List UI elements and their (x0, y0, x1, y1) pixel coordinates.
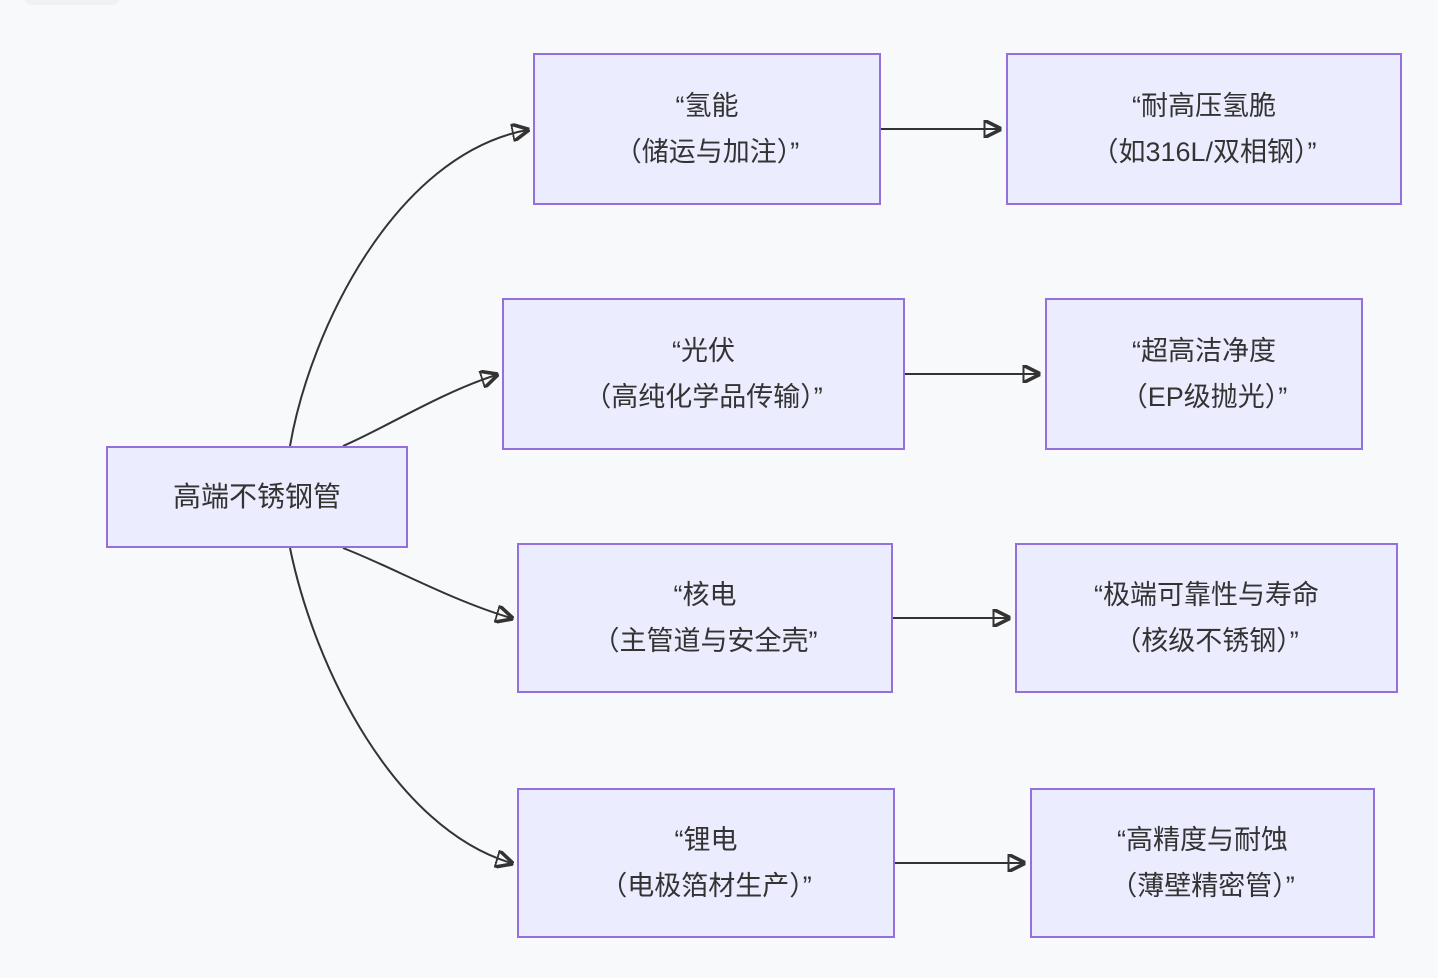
node-solar-line1: “光伏 (672, 336, 735, 366)
node-lithium-requirement-line2: （薄壁精密管）” (1110, 871, 1295, 901)
node-solar: “光伏 （高纯化学品传输）” (502, 298, 905, 450)
node-solar-requirement-line2: （EP级抛光）” (1120, 382, 1288, 412)
node-hydrogen-line1: “氢能 (675, 91, 739, 121)
node-nuclear-line1: “核电 (673, 580, 737, 610)
edge-root-to-lithium (289, 547, 511, 863)
top-left-ui-fragment (24, 0, 120, 5)
node-hydrogen-requirement: “耐高压氢脆 （如316L/双相钢）” (1006, 53, 1402, 205)
node-lithium-requirement-line1: “高精度与耐蚀 (1117, 825, 1288, 855)
node-root-steel-tube: 高端不锈钢管 (106, 446, 408, 548)
edge-root-to-hydrogen (289, 130, 527, 447)
node-nuclear-requirement-line1: “极端可靠性与寿命 (1094, 580, 1319, 610)
edge-root-to-solar (342, 375, 496, 447)
node-nuclear: “核电 （主管道与安全壳” (517, 543, 893, 693)
node-nuclear-requirement: “极端可靠性与寿命 （核级不锈钢）” (1015, 543, 1398, 693)
node-lithium-line1: “锂电 (674, 825, 738, 855)
node-lithium-requirement: “高精度与耐蚀 （薄壁精密管）” (1030, 788, 1375, 938)
node-root-label: 高端不锈钢管 (172, 481, 341, 512)
node-solar-requirement-line1: “超高洁净度 (1132, 336, 1276, 366)
edge-root-to-nuclear (342, 547, 511, 618)
node-nuclear-line2: （主管道与安全壳” (592, 626, 818, 656)
node-solar-requirement: “超高洁净度 （EP级抛光）” (1045, 298, 1363, 450)
node-hydrogen: “氢能 （储运与加注）” (533, 53, 881, 205)
node-hydrogen-requirement-line1: “耐高压氢脆 (1132, 91, 1276, 121)
node-hydrogen-requirement-line2: （如316L/双相钢）” (1091, 137, 1317, 167)
node-lithium-line2: （电极箔材生产）” (600, 871, 812, 901)
node-nuclear-requirement-line2: （核级不锈钢）” (1114, 626, 1299, 656)
node-solar-line2: （高纯化学品传输）” (584, 382, 823, 412)
node-hydrogen-line2: （储运与加注）” (614, 137, 800, 167)
node-lithium: “锂电 （电极箔材生产）” (517, 788, 895, 938)
